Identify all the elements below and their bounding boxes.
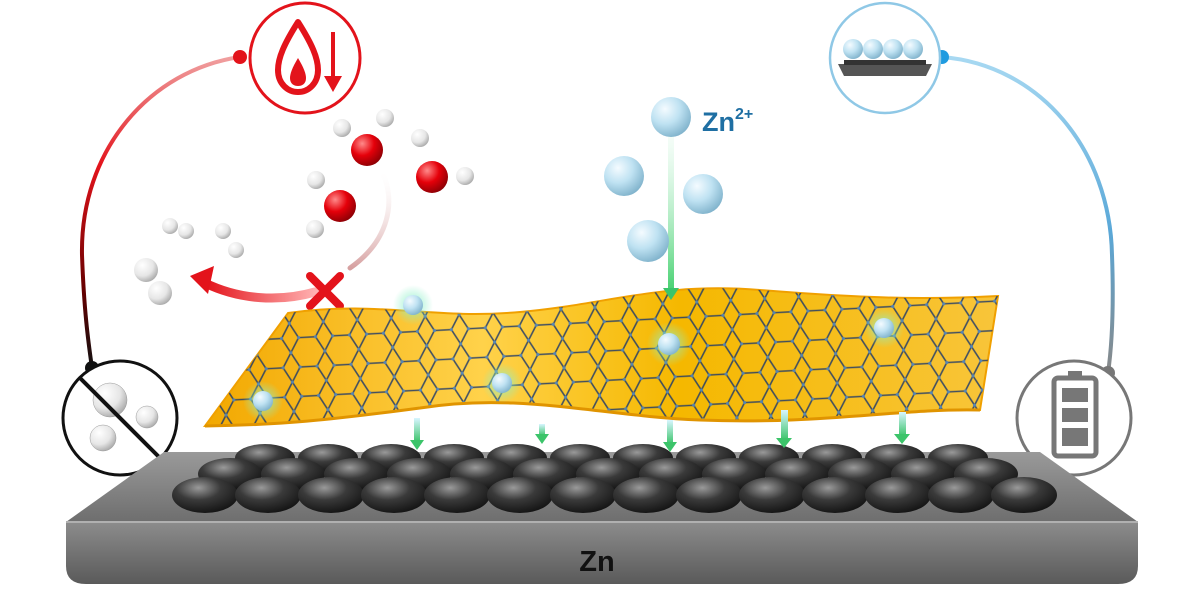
zinc-ion-label: Zn2+ — [702, 106, 753, 137]
left-arc-node-top — [233, 50, 247, 64]
zinc-deposit-array — [172, 444, 1057, 513]
zinc-deposit-dome — [424, 477, 490, 513]
ion-charge: 2+ — [735, 106, 753, 123]
zinc-deposit-dome — [739, 477, 805, 513]
hydrogen-molecules — [134, 218, 244, 305]
water-drop-decrease-icon — [248, 1, 362, 115]
no-dendrite-icon — [61, 359, 179, 477]
embedded-zinc-ions — [243, 285, 904, 421]
cross-icon — [306, 272, 344, 310]
zinc-deposit-dome — [991, 477, 1057, 513]
blocked-reaction-arrow — [190, 266, 320, 303]
zinc-deposit-dome — [613, 477, 679, 513]
right-connector-arc — [941, 55, 1115, 374]
protective-film-layer — [203, 287, 1000, 428]
substrate-label: Zn — [579, 546, 614, 578]
zinc-deposit-dome — [802, 477, 868, 513]
zinc-deposit-dome — [235, 477, 301, 513]
zinc-deposit-dome — [172, 477, 238, 513]
incoming-zinc-ions — [604, 97, 723, 300]
zinc-deposit-dome — [487, 477, 553, 513]
ion-symbol: Zn — [702, 107, 735, 137]
zinc-deposit-dome — [865, 477, 931, 513]
zinc-deposit-dome — [361, 477, 427, 513]
zinc-deposit-dome — [676, 477, 742, 513]
zinc-deposit-dome — [550, 477, 616, 513]
uniform-deposition-icon — [828, 1, 942, 115]
svg-text:Zn2+: Zn2+ — [702, 106, 753, 137]
battery-icon — [1015, 359, 1133, 477]
zinc-deposit-dome — [298, 477, 364, 513]
water-approach-arc — [347, 169, 392, 271]
left-connector-arc — [79, 55, 241, 369]
zinc-deposit-dome — [928, 477, 994, 513]
water-molecules — [306, 109, 474, 238]
deposition-arrows — [410, 410, 910, 452]
